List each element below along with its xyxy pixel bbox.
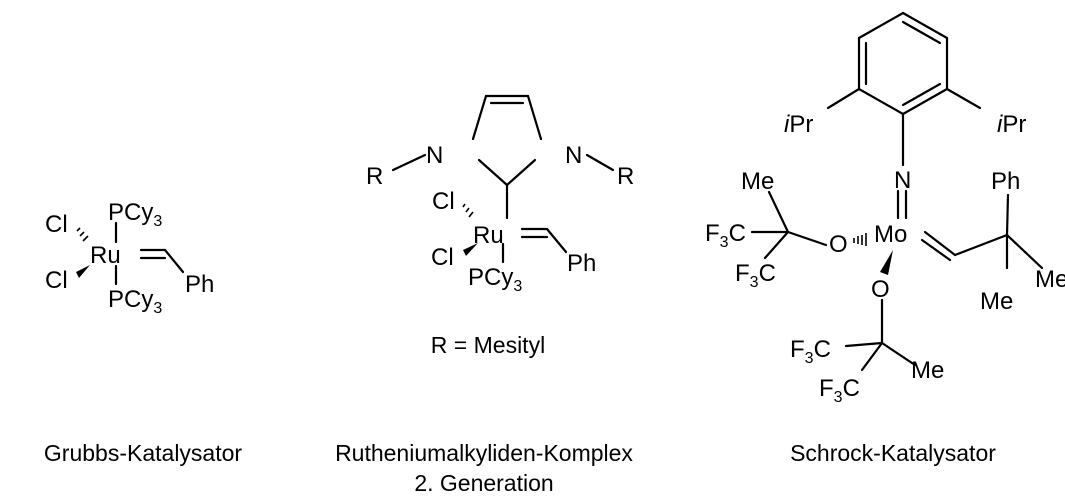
schrock-mo: Mo <box>874 221 907 248</box>
grubbs-ph: Ph <box>185 271 214 298</box>
ruth-r-right: R <box>617 163 634 190</box>
quat-bottom-f3c3-bond <box>844 341 884 348</box>
mo-o-bottom-wedge-bond <box>880 250 893 275</box>
schrock-ipr-right: iPr <box>997 111 1026 138</box>
quat-left-f3c2-bond <box>763 230 790 260</box>
quat-bottom-me-bond <box>880 341 917 367</box>
ruthenium-legend: R = Mesityl <box>431 332 545 358</box>
schrock-caption: Schrock-Katalysator <box>790 440 996 466</box>
schrock-o-bottom: O <box>871 276 890 303</box>
schrock-structure: iPr iPr N Mo O O Me F3C F3C Ph Me Me F3C… <box>705 11 1065 406</box>
schrock-me-top: Me <box>741 168 774 195</box>
benzene-ring <box>857 11 949 116</box>
ruth-ru: Ru <box>473 222 504 249</box>
schrock-f3c-1: F3C <box>705 220 746 251</box>
mo-carbene-double-2 <box>920 238 952 262</box>
grubbs-structure: Cl Cl Ru PCy3 PCy3 Ph <box>45 199 214 317</box>
ruth-ph: Ph <box>567 250 596 277</box>
ru-cl-bottom-wedge-bond <box>463 243 478 256</box>
schrock-ph: Ph <box>991 168 1020 195</box>
grubbs-pcy-bottom: PCy3 <box>108 286 162 317</box>
ipr-right-bond <box>945 87 982 110</box>
ring-c4-n-left-bond <box>471 94 488 141</box>
ruth-pcy: PCy3 <box>468 264 522 295</box>
carbene-ph-bond <box>545 227 568 254</box>
quat-left-me-bond <box>767 190 790 234</box>
quat-ph-bond <box>1005 193 1010 237</box>
schrock-f3c-4: F3C <box>819 375 860 406</box>
quat-bottom-f3c4-bond <box>860 341 884 372</box>
mo-o-left-hash-bond <box>853 233 867 246</box>
mo-carbene-double-1 <box>923 230 957 257</box>
ruth-r-left: R <box>366 163 383 190</box>
grubbs-ru: Ru <box>90 242 121 269</box>
carbene-quat-bond <box>953 233 1009 257</box>
quat-me-right-bond <box>1005 233 1044 270</box>
ruth-cl-top: Cl <box>432 188 455 215</box>
schrock-f3c-2: F3C <box>735 260 776 291</box>
grubbs-caption: Grubbs-Katalysator <box>44 440 242 466</box>
ruth-cl-bottom: Cl <box>431 244 454 271</box>
grubbs-cl-bottom: Cl <box>45 267 68 294</box>
ring-n-right-c2-bond <box>505 158 537 187</box>
r-right-n-bond <box>585 153 615 172</box>
schrock-me-bottom: Me <box>911 357 944 384</box>
schrock-n: N <box>894 167 911 194</box>
ring-n-left-c2-bond <box>477 158 509 187</box>
o-left-quat-bond <box>786 230 828 247</box>
grubbs-cl-top: Cl <box>45 211 68 238</box>
cl-bottom-wedge-bond <box>76 265 90 278</box>
ruthenium-caption-line2: 2. Generation <box>414 470 553 496</box>
ring-c5-n-right-bond <box>526 94 543 141</box>
schrock-f3c-3: F3C <box>790 336 831 367</box>
ruthenium-caption-line1: Rutheniumalkyliden-Komplex <box>335 440 633 466</box>
schrock-ipr-left: iPr <box>784 111 813 138</box>
ruth-n-left: N <box>426 142 443 169</box>
grubbs-pcy-top: PCy3 <box>108 199 162 230</box>
ruthenium-structure: R N N R Cl Cl Ru PCy3 Ph <box>366 94 634 295</box>
schrock-me-right: Me <box>1035 266 1065 293</box>
ru-cl-top-hash-bond <box>462 203 474 218</box>
schrock-me-right2: Me <box>980 288 1013 315</box>
r-left-n-bond <box>391 153 427 172</box>
schrock-o-left: O <box>829 231 848 258</box>
ipr-left-bond <box>826 87 861 110</box>
carbene-ph-bond <box>163 248 185 274</box>
ruth-n-right: N <box>565 142 582 169</box>
cl-top-hash-bond <box>76 227 89 242</box>
